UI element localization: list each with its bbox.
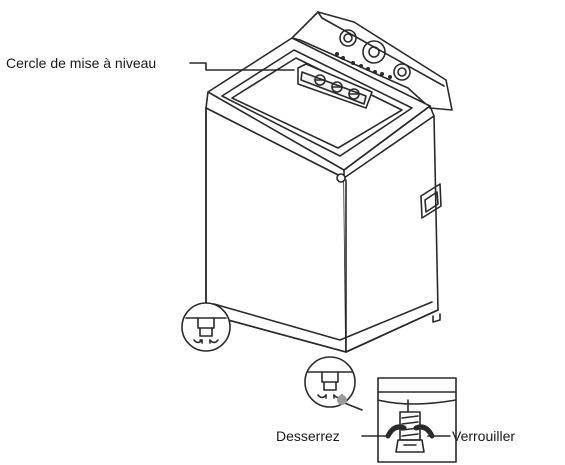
leveling-foot-callout-center [305,357,355,407]
leveling-foot-callout-left [182,303,230,351]
label-lock: Verrouiller [452,428,515,444]
label-leveling-circle: Cercle de mise à niveau [6,55,156,71]
label-loosen: Desserrez [276,428,340,444]
callout-dot [337,395,347,405]
leveling-foot-detail [378,378,456,462]
